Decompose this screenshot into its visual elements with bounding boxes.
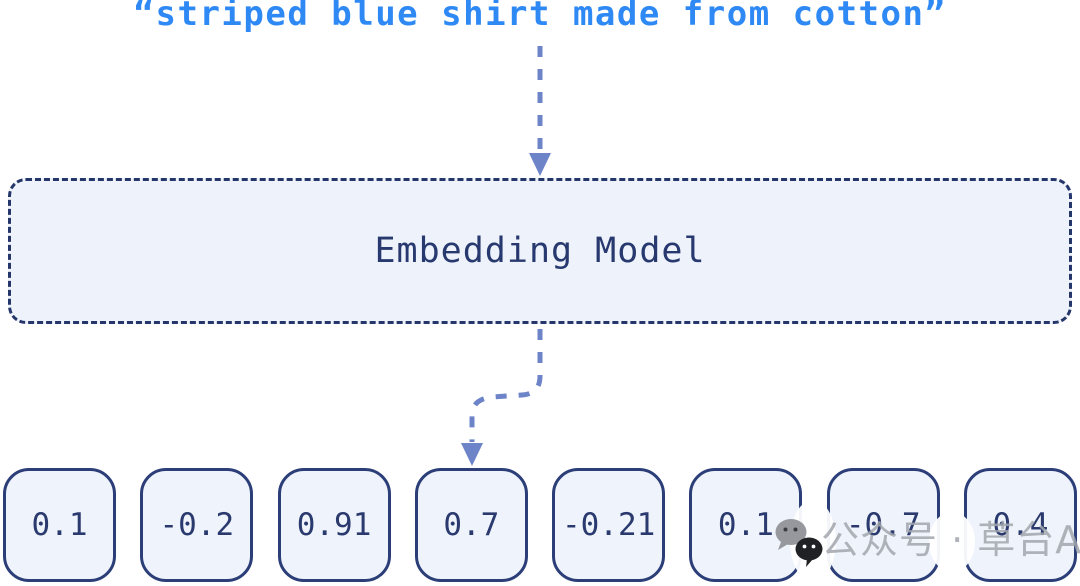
vector-value: -0.2 xyxy=(159,507,235,543)
vector-value: 0.4 xyxy=(992,507,1049,543)
embedding-vector: 0.1 -0.2 0.91 0.7 -0.21 0.1 -0.7 0.4 xyxy=(0,468,1080,582)
query-text: “striped blue shirt made from cotton” xyxy=(133,0,947,34)
vector-cell: -0.7 xyxy=(826,468,940,582)
vector-cell: 0.1 xyxy=(689,468,803,582)
vector-cell: -0.2 xyxy=(140,468,254,582)
arrow-model-to-vector xyxy=(461,329,543,466)
vector-cell: 0.1 xyxy=(3,468,116,582)
vector-cell: 0.4 xyxy=(963,468,1077,582)
arrow-query-to-model xyxy=(529,46,551,176)
vector-value: 0.1 xyxy=(717,507,774,543)
embedding-model-label: Embedding Model xyxy=(374,231,706,271)
vector-value: -0.7 xyxy=(845,507,921,543)
embedding-model-box: Embedding Model xyxy=(8,178,1072,324)
vector-cell: -0.21 xyxy=(552,468,666,582)
vector-value: 0.91 xyxy=(296,507,372,543)
vector-value: -0.21 xyxy=(561,507,656,543)
vector-cell: 0.91 xyxy=(277,468,391,582)
vector-cell: 0.7 xyxy=(414,468,528,582)
vector-value: 0.7 xyxy=(443,507,500,543)
vector-value: 0.1 xyxy=(31,507,88,543)
